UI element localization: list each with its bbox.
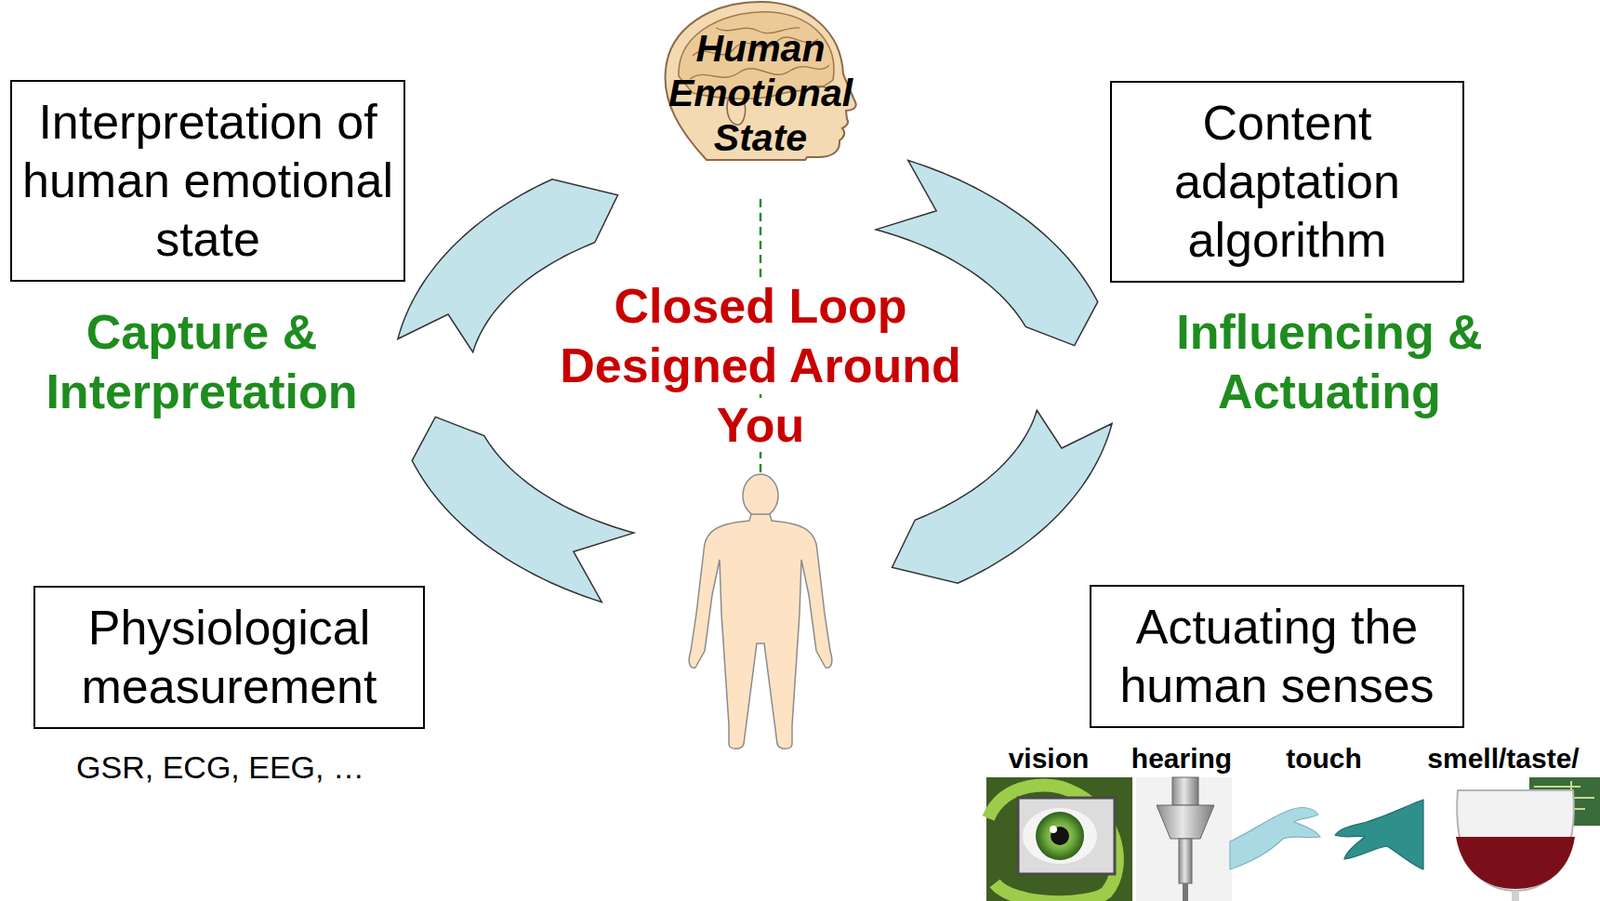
head-label: Human Emotional State [653, 26, 868, 160]
node-text: Interpretation of human emotional state [21, 92, 395, 269]
text-box: Physiological measurement [33, 585, 425, 729]
text-box: Actuating the human senses [1089, 584, 1465, 728]
mic-tip [1182, 883, 1189, 901]
body-silhouette [688, 514, 833, 749]
touch-picture [1229, 799, 1424, 870]
label-text: Closed Loop Designed Around You [559, 278, 961, 452]
mic-cap [1172, 777, 1199, 806]
iris [1035, 811, 1085, 860]
loop-arrow [875, 160, 1098, 346]
label-text: smell/taste/ [1427, 742, 1579, 774]
label-text: GSR, ECG, EEG, … [76, 749, 365, 785]
vision-picture [986, 777, 1133, 901]
right-hand [1335, 799, 1424, 870]
label-text: Capture & Interpretation [45, 304, 358, 419]
node-text: Actuating the human senses [1100, 597, 1454, 715]
label-text: Influencing & Actuating [1176, 304, 1482, 419]
mic-stem [1178, 838, 1192, 884]
vine-coil [988, 784, 1118, 901]
node-text: Human Emotional State [653, 26, 868, 160]
signal-list: GSR, ECG, EEG, … [25, 748, 416, 786]
node-text: Content adaptation algorithm [1121, 93, 1454, 270]
hearing-ground [1136, 777, 1232, 901]
text-box: Content adaptation algorithm [1110, 80, 1465, 283]
loop-arrow [397, 179, 619, 353]
label-text: vision [1008, 742, 1090, 774]
mic-cone [1156, 805, 1215, 839]
sense-name: touch [1268, 740, 1380, 777]
screen [1018, 797, 1115, 874]
body-head [742, 474, 779, 517]
sense-name: smell/taste/ [1414, 740, 1592, 777]
label-text: touch [1285, 742, 1362, 774]
hearing-picture [1136, 777, 1232, 901]
wine [1455, 836, 1575, 889]
sense-name: vision [988, 740, 1110, 777]
loop-arrow [411, 416, 635, 602]
phase-label: Influencing & Actuating [1152, 302, 1507, 422]
pupil [1050, 826, 1070, 846]
human-body [688, 474, 833, 749]
label-text: hearing [1131, 742, 1232, 774]
glass-stem [1511, 890, 1520, 901]
eye-glint [1049, 825, 1058, 834]
loop-arrow [891, 409, 1112, 583]
left-hand [1229, 807, 1321, 870]
node-text: Physiological measurement [44, 598, 414, 716]
smell-taste-picture [1455, 777, 1600, 901]
center-title: Closed Loop Designed Around You [546, 276, 975, 455]
sense-name: hearing [1116, 740, 1247, 777]
eye-white [1022, 807, 1098, 864]
text-box: Interpretation of human emotional state [10, 79, 406, 282]
phase-label: Capture & Interpretation [25, 302, 379, 422]
